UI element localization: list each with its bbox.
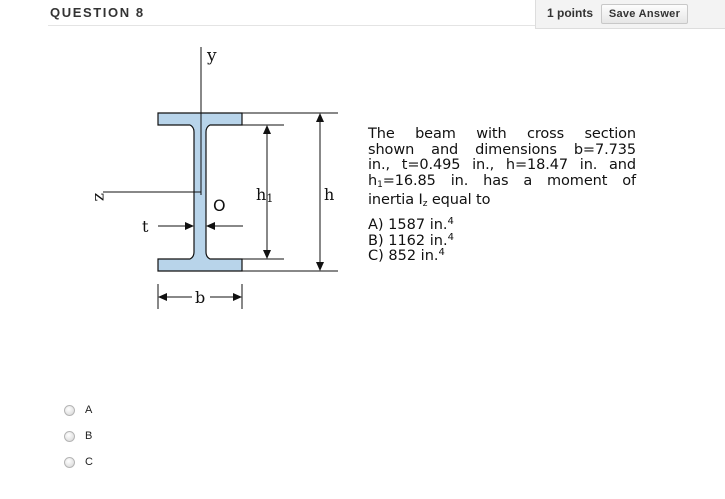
h-arrow-top — [316, 113, 324, 122]
t-right-arrow-head — [206, 222, 215, 230]
option-b-radio[interactable] — [64, 430, 75, 442]
problem-statement: The beam with cross section shown and di… — [368, 126, 636, 213]
option-a[interactable]: A — [64, 397, 93, 423]
answer-a-text: A) 1587 in.4 — [368, 216, 454, 233]
b-arrow-left — [158, 293, 167, 301]
h1-arrow-top — [263, 125, 271, 134]
points-label: 1 points — [547, 6, 594, 20]
header-divider — [48, 25, 535, 26]
option-c-label: C — [85, 456, 93, 468]
save-answer-button[interactable]: Save Answer — [601, 4, 688, 24]
origin-label: O — [213, 196, 226, 215]
answer-b-text: B) 1162 in.4 — [368, 231, 454, 249]
question-title: QUESTION 8 — [50, 5, 145, 20]
h-arrow-bottom — [316, 262, 324, 271]
b-label: b — [195, 288, 205, 307]
problem-line-2: shown and dimensions b=7.735 — [368, 141, 636, 158]
problem-line-1: The beam with cross section — [368, 126, 636, 142]
problem-line-4: h1=16.85 in. has a moment of — [368, 172, 636, 190]
problem-line-3: in., t=0.495 in., h=18.47 in. and — [368, 157, 636, 173]
option-b[interactable]: B — [64, 423, 93, 449]
answer-c-text: C) 852 in.4 — [368, 247, 445, 264]
option-a-label: A — [85, 404, 93, 416]
h-label: h — [324, 185, 334, 204]
z-axis-label: z — [91, 193, 110, 201]
problem-line-5: inertia Iz equal to — [368, 192, 491, 209]
t-left-arrow-head — [185, 222, 194, 230]
y-axis-label: y — [206, 46, 217, 66]
h1-arrow-bottom — [263, 250, 271, 259]
b-arrow-right — [233, 293, 242, 301]
question-header: QUESTION 8 1 points Save Answer — [0, 0, 725, 30]
option-b-label: B — [85, 430, 93, 442]
option-a-radio[interactable] — [64, 404, 75, 416]
t-label: t — [142, 217, 149, 236]
answer-choices-text: A) 1587 in.4 B) 1162 in.4 C) 852 in.4 — [368, 216, 454, 265]
option-c-radio[interactable] — [64, 456, 75, 468]
option-c[interactable]: C — [64, 449, 93, 475]
h1-label: h1 — [256, 185, 273, 205]
points-panel: 1 points Save Answer — [535, 0, 725, 29]
answer-options: A B C — [64, 397, 93, 475]
